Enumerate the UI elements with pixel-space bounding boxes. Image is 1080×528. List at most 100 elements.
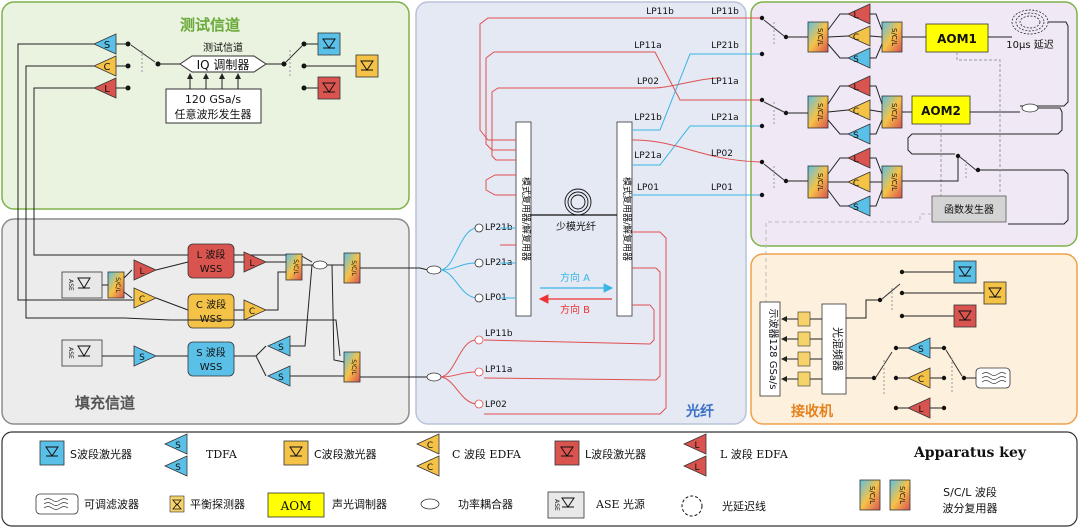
port-left-lp02: LP02 (485, 400, 507, 410)
scl-mux-fill-2: S/C/L (343, 252, 361, 284)
port-right-lp11b: LP11b (646, 7, 674, 17)
svg-text:S/C/L: S/C/L (890, 103, 898, 121)
optical-hybrid (821, 303, 847, 395)
key-c-laser-icon (283, 440, 309, 466)
rx-switch-2 (759, 97, 808, 129)
fill-l-edfa-2: L (243, 251, 267, 273)
key-c-edfa-label: C 波段 EDFA (452, 447, 522, 461)
svg-text:L: L (104, 84, 110, 95)
optical-hybrid-label: 光混频器 (831, 327, 845, 371)
direction-b-label: 方向 B (560, 303, 590, 316)
receiver-title: 接收机 (791, 403, 833, 420)
key-ase-icon: ASE (547, 491, 585, 519)
key-l-edfa-icon: L L (683, 433, 707, 477)
svg-text:C: C (427, 441, 433, 451)
loop-block-3: S/C/L L C S S/C/L (807, 147, 903, 217)
fill-channel-title: 填充信道 (75, 394, 135, 412)
key-tdfa-label: TDFA (206, 448, 238, 461)
key-filter-label: 可调滤波器 (84, 498, 139, 511)
scl-mux-fill-1: S/C/L (285, 253, 303, 281)
rx-switch-1 (759, 15, 808, 57)
port-right-lp11a: LP11a (634, 41, 661, 51)
port-right-lp21b: LP21b (634, 113, 662, 123)
key-scl-line1: S/C/L 波段 (943, 485, 997, 499)
key-s-laser-label: S波段激光器 (70, 447, 132, 461)
fiber-region (415, 1, 747, 425)
delay-label: 10μs 延迟 (1006, 38, 1053, 51)
svg-text:L: L (249, 259, 254, 269)
svg-text:S: S (175, 441, 181, 451)
svg-text:ASE: ASE (553, 499, 560, 511)
svg-text:C: C (139, 295, 145, 305)
key-tdfa-icon: S S (164, 433, 188, 477)
l-band-wss: L 波段 WSS (187, 243, 235, 279)
port-right-lp01: LP01 (637, 183, 659, 193)
iq-modulator-top-label: 测试信道 (203, 41, 243, 54)
port-right-lp21a: LP21a (634, 151, 661, 161)
port-left-lp21a: LP21a (485, 258, 512, 268)
mode-mux-left (515, 121, 532, 317)
svg-text:L: L (139, 267, 144, 277)
function-generator (931, 195, 1007, 223)
test-l-laser (317, 76, 341, 100)
svg-text:S/C/L: S/C/L (350, 260, 357, 276)
aom2 (911, 95, 971, 125)
svg-text:L: L (918, 405, 923, 415)
svg-text:S/C/L: S/C/L (350, 359, 357, 375)
aom1-label: AOM1 (937, 32, 977, 46)
port-far-lp11b: LP11b (711, 7, 739, 17)
port-far-lp01: LP01 (711, 183, 733, 193)
oscilloscope-label: 示波器128 GSa/s (767, 308, 780, 389)
few-mode-fiber-spool (564, 188, 592, 216)
svg-text:S/C/L: S/C/L (816, 28, 824, 46)
svg-text:C: C (853, 33, 859, 43)
svg-text:C: C (853, 179, 859, 189)
rx-l-laser (953, 304, 977, 328)
key-l-laser-icon (554, 440, 580, 466)
coupler-fiber-in-1 (426, 265, 442, 275)
key-c-laser-label: C波段激光器 (314, 447, 377, 461)
key-aom-icon (267, 492, 325, 518)
svg-text:S: S (853, 55, 859, 65)
key-s-laser-icon (39, 440, 65, 466)
fill-c-edfa: C (133, 287, 157, 309)
key-delay-line-icon (681, 495, 703, 517)
key-bpd-icon (169, 495, 185, 513)
mode-mux-left-label: 模式复用器/解复用器 (520, 177, 532, 261)
port-left-lp11a: LP11a (485, 365, 512, 375)
svg-text:S: S (278, 343, 284, 353)
svg-text:S 波段: S 波段 (196, 346, 226, 359)
svg-text:S: S (853, 131, 859, 141)
key-bpd-label: 平衡探测器 (190, 498, 245, 511)
key-l-edfa-label: L 波段 EDFA (720, 447, 789, 461)
coupler-fill-1 (312, 260, 328, 270)
svg-text:L 波段: L 波段 (197, 248, 226, 261)
s-band-wss: S 波段 WSS (187, 341, 235, 377)
port-far-lp21b: LP21b (711, 41, 739, 51)
rx-tunable-filter (975, 367, 1011, 389)
test-channel-title: 测试信道 (180, 16, 240, 34)
svg-text:C: C (427, 463, 433, 473)
svg-text:S/C/L: S/C/L (114, 277, 121, 293)
port-right-lp02: LP02 (637, 77, 659, 87)
mode-mux-right (616, 121, 633, 317)
key-coupler-icon (420, 498, 440, 510)
svg-text:S: S (853, 203, 859, 213)
scl-mux-fill-3: S/C/L (343, 351, 361, 383)
c-band-wss: C 波段 WSS (187, 293, 235, 329)
function-generator-label: 函数发生器 (944, 203, 994, 216)
svg-text:C: C (853, 107, 859, 117)
svg-text:S/C/L: S/C/L (890, 28, 898, 46)
port-left-lp01: LP01 (485, 293, 507, 303)
svg-text:S: S (175, 463, 181, 473)
svg-text:WSS: WSS (200, 362, 223, 373)
port-left-lp11b: LP11b (485, 329, 513, 339)
rx-switch-3 (759, 159, 808, 198)
port-far-lp21a: LP21a (711, 113, 738, 123)
key-scl-line2: 波分复用器 (943, 501, 998, 515)
svg-text:WSS: WSS (200, 264, 223, 275)
svg-text:ASE: ASE (67, 279, 74, 291)
fill-tdfa: S (133, 345, 157, 367)
svg-text:S: S (278, 373, 284, 383)
